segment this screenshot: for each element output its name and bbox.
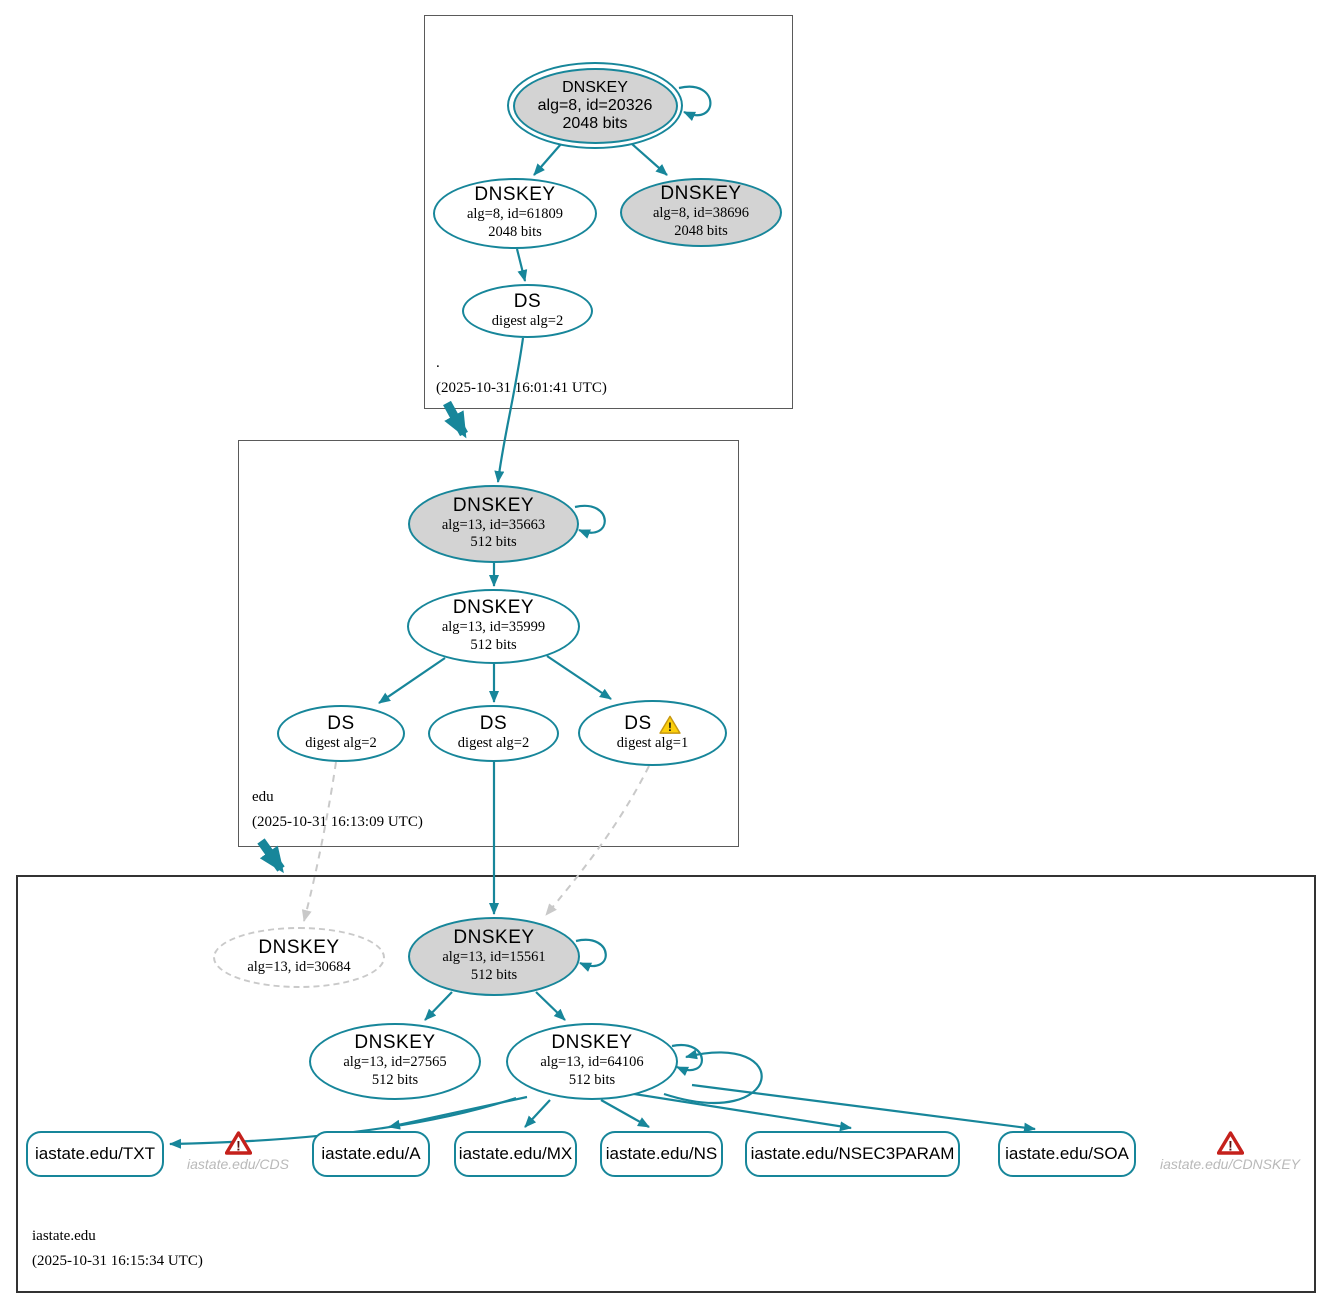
node-title: DNSKEY <box>258 937 340 959</box>
delegation-arrow-edu-to-iastate <box>257 838 285 874</box>
zone-timestamp-iastate: (2025-10-31 16:15:34 UTC) <box>32 1253 203 1269</box>
ds-node-edu-mid[interactable]: DS digest alg=2 <box>428 705 559 762</box>
node-detail: 512 bits <box>568 1071 616 1088</box>
ds-node-root[interactable]: DS digest alg=2 <box>462 284 593 338</box>
zone-box-iastate <box>16 875 1316 1293</box>
zone-box-edu <box>238 440 739 847</box>
edge-64106-selfloop <box>671 1043 703 1077</box>
node-title: DNSKEY <box>453 927 535 949</box>
dnskey-node-38696[interactable]: DNSKEY alg=8, id=38696 2048 bits <box>620 178 782 247</box>
error-icon: ! <box>1217 1131 1244 1155</box>
dnskey-node-35999[interactable]: DNSKEY alg=13, id=35999 512 bits <box>407 589 580 664</box>
rrset-label: iastate.edu/NSEC3PARAM <box>750 1144 955 1163</box>
node-detail: alg=8, id=20326 <box>537 96 653 114</box>
edge-64106-to-soa <box>691 1083 1036 1133</box>
node-detail: alg=13, id=64106 <box>540 1054 644 1071</box>
edge-root-ksk-to-zsk <box>533 143 562 176</box>
rrset-cds-error[interactable]: iastate.edu/CDS <box>187 1156 289 1172</box>
rrset-cdnskey-error[interactable]: iastate.edu/CDNSKEY <box>1159 1156 1301 1172</box>
rrset-label: iastate.edu/SOA <box>1005 1144 1129 1163</box>
edge-edu-zsk-to-ds-left <box>378 657 446 704</box>
node-title: DNSKEY <box>452 494 535 516</box>
delegation-arrow-root-to-edu <box>443 400 468 439</box>
rrset-label: iastate.edu/A <box>321 1144 421 1163</box>
ds-node-edu-left[interactable]: DS digest alg=2 <box>277 705 405 762</box>
dnskey-node-27565[interactable]: DNSKEY alg=13, id=27565 512 bits <box>309 1023 481 1100</box>
node-detail: 2048 bits <box>562 114 628 132</box>
edge-64106-to-nsec3param <box>633 1092 852 1132</box>
node-detail: alg=13, id=27565 <box>343 1054 447 1071</box>
warning-icon: ! <box>659 715 681 733</box>
node-detail: 2048 bits <box>674 222 728 239</box>
rrset-label: iastate.edu/MX <box>458 1144 573 1163</box>
edge-root-ksk-to-38696 <box>631 143 668 176</box>
edge-iastate-ksk-selfloop <box>575 938 607 972</box>
node-detail: alg=13, id=35663 <box>441 516 546 533</box>
edge-64106-to-a <box>388 1095 528 1130</box>
rrset-txt[interactable]: iastate.edu/TXT <box>26 1131 164 1177</box>
zone-box-root <box>424 15 793 409</box>
zone-timestamp-root: (2025-10-31 16:01:41 UTC) <box>436 380 607 396</box>
node-detail: digest alg=2 <box>305 735 377 752</box>
zone-name-iastate: iastate.edu <box>32 1228 96 1244</box>
edge-64106-to-mx <box>524 1099 551 1128</box>
node-detail: alg=8, id=38696 <box>652 205 750 222</box>
dnskey-node-30684-missing[interactable]: DNSKEY alg=13, id=30684 <box>213 927 385 988</box>
svg-text:!: ! <box>668 720 672 733</box>
node-detail: 512 bits <box>470 966 518 983</box>
dnskey-node-15561-ksk[interactable]: DNSKEY alg=13, id=15561 512 bits <box>408 917 580 996</box>
edge-edu-zsk-to-ds-warn <box>546 655 612 700</box>
node-title: DNSKEY <box>551 1032 633 1054</box>
svg-text:!: ! <box>236 1138 241 1154</box>
ds-node-edu-warn[interactable]: DS ! digest alg=1 <box>578 700 727 766</box>
dnskey-node-61809[interactable]: DNSKEY alg=8, id=61809 2048 bits <box>433 178 597 249</box>
dnskey-node-64106[interactable]: DNSKEY alg=13, id=64106 512 bits <box>506 1023 678 1100</box>
dnskey-node-20326-inner: DNSKEY alg=8, id=20326 2048 bits <box>512 67 678 144</box>
rrset-soa[interactable]: iastate.edu/SOA <box>998 1131 1136 1177</box>
node-title: DNSKEY <box>354 1032 436 1054</box>
node-title: DS <box>624 712 652 734</box>
node-title: DS <box>513 290 542 312</box>
edge-iastate-ksk-to-27565 <box>424 991 453 1021</box>
node-title: DNSKEY <box>474 184 556 206</box>
node-detail: 2048 bits <box>488 223 542 240</box>
node-detail: 512 bits <box>470 534 517 551</box>
node-detail: digest alg=2 <box>457 735 530 752</box>
rrset-label: iastate.edu/NS <box>605 1144 718 1163</box>
node-title: DNSKEY <box>562 78 628 96</box>
node-title: DS <box>327 713 355 735</box>
node-detail: alg=13, id=35999 <box>441 619 546 636</box>
rrset-label: iastate.edu/TXT <box>34 1144 155 1163</box>
node-title: DS <box>479 713 508 735</box>
error-icon: ! <box>225 1131 252 1155</box>
rrset-nsec3param[interactable]: iastate.edu/NSEC3PARAM <box>745 1131 960 1177</box>
zone-name-edu: edu <box>252 789 274 805</box>
node-detail: digest alg=2 <box>491 312 564 329</box>
zone-timestamp-edu: (2025-10-31 16:13:09 UTC) <box>252 814 423 830</box>
node-detail: 512 bits <box>371 1071 419 1088</box>
zone-name-root: . <box>436 355 440 371</box>
edge-iastate-ksk-to-64106 <box>535 991 566 1021</box>
edge-root-zsk-to-ds <box>515 248 528 282</box>
rrset-ns[interactable]: iastate.edu/NS <box>600 1131 723 1177</box>
edge-root-ksk-selfloop <box>678 85 712 122</box>
edge-edu-ksk-selfloop <box>574 504 606 539</box>
edge-edu-ds-warn-to-iastate-ksk <box>545 765 650 916</box>
node-detail: 512 bits <box>470 636 517 653</box>
node-title: DNSKEY <box>452 597 535 619</box>
node-detail: digest alg=1 <box>616 734 689 751</box>
node-detail: alg=13, id=30684 <box>247 959 351 976</box>
dnskey-node-35663-ksk[interactable]: DNSKEY alg=13, id=35663 512 bits <box>408 485 579 563</box>
edge-64106-bigloop <box>663 1049 763 1105</box>
node-detail: alg=13, id=15561 <box>442 949 546 966</box>
node-detail: alg=8, id=61809 <box>466 206 564 223</box>
edge-64106-to-ns <box>600 1099 650 1128</box>
edge-edu-ds-left-to-missing-key <box>301 761 337 922</box>
edge-root-ds-to-edu-ksk <box>494 337 525 483</box>
node-title: DNSKEY <box>660 183 742 205</box>
dnskey-node-20326-ksk[interactable]: DNSKEY alg=8, id=20326 2048 bits <box>507 62 683 149</box>
svg-text:!: ! <box>1228 1138 1233 1154</box>
rrset-mx[interactable]: iastate.edu/MX <box>454 1131 577 1177</box>
rrset-a[interactable]: iastate.edu/A <box>312 1131 430 1177</box>
